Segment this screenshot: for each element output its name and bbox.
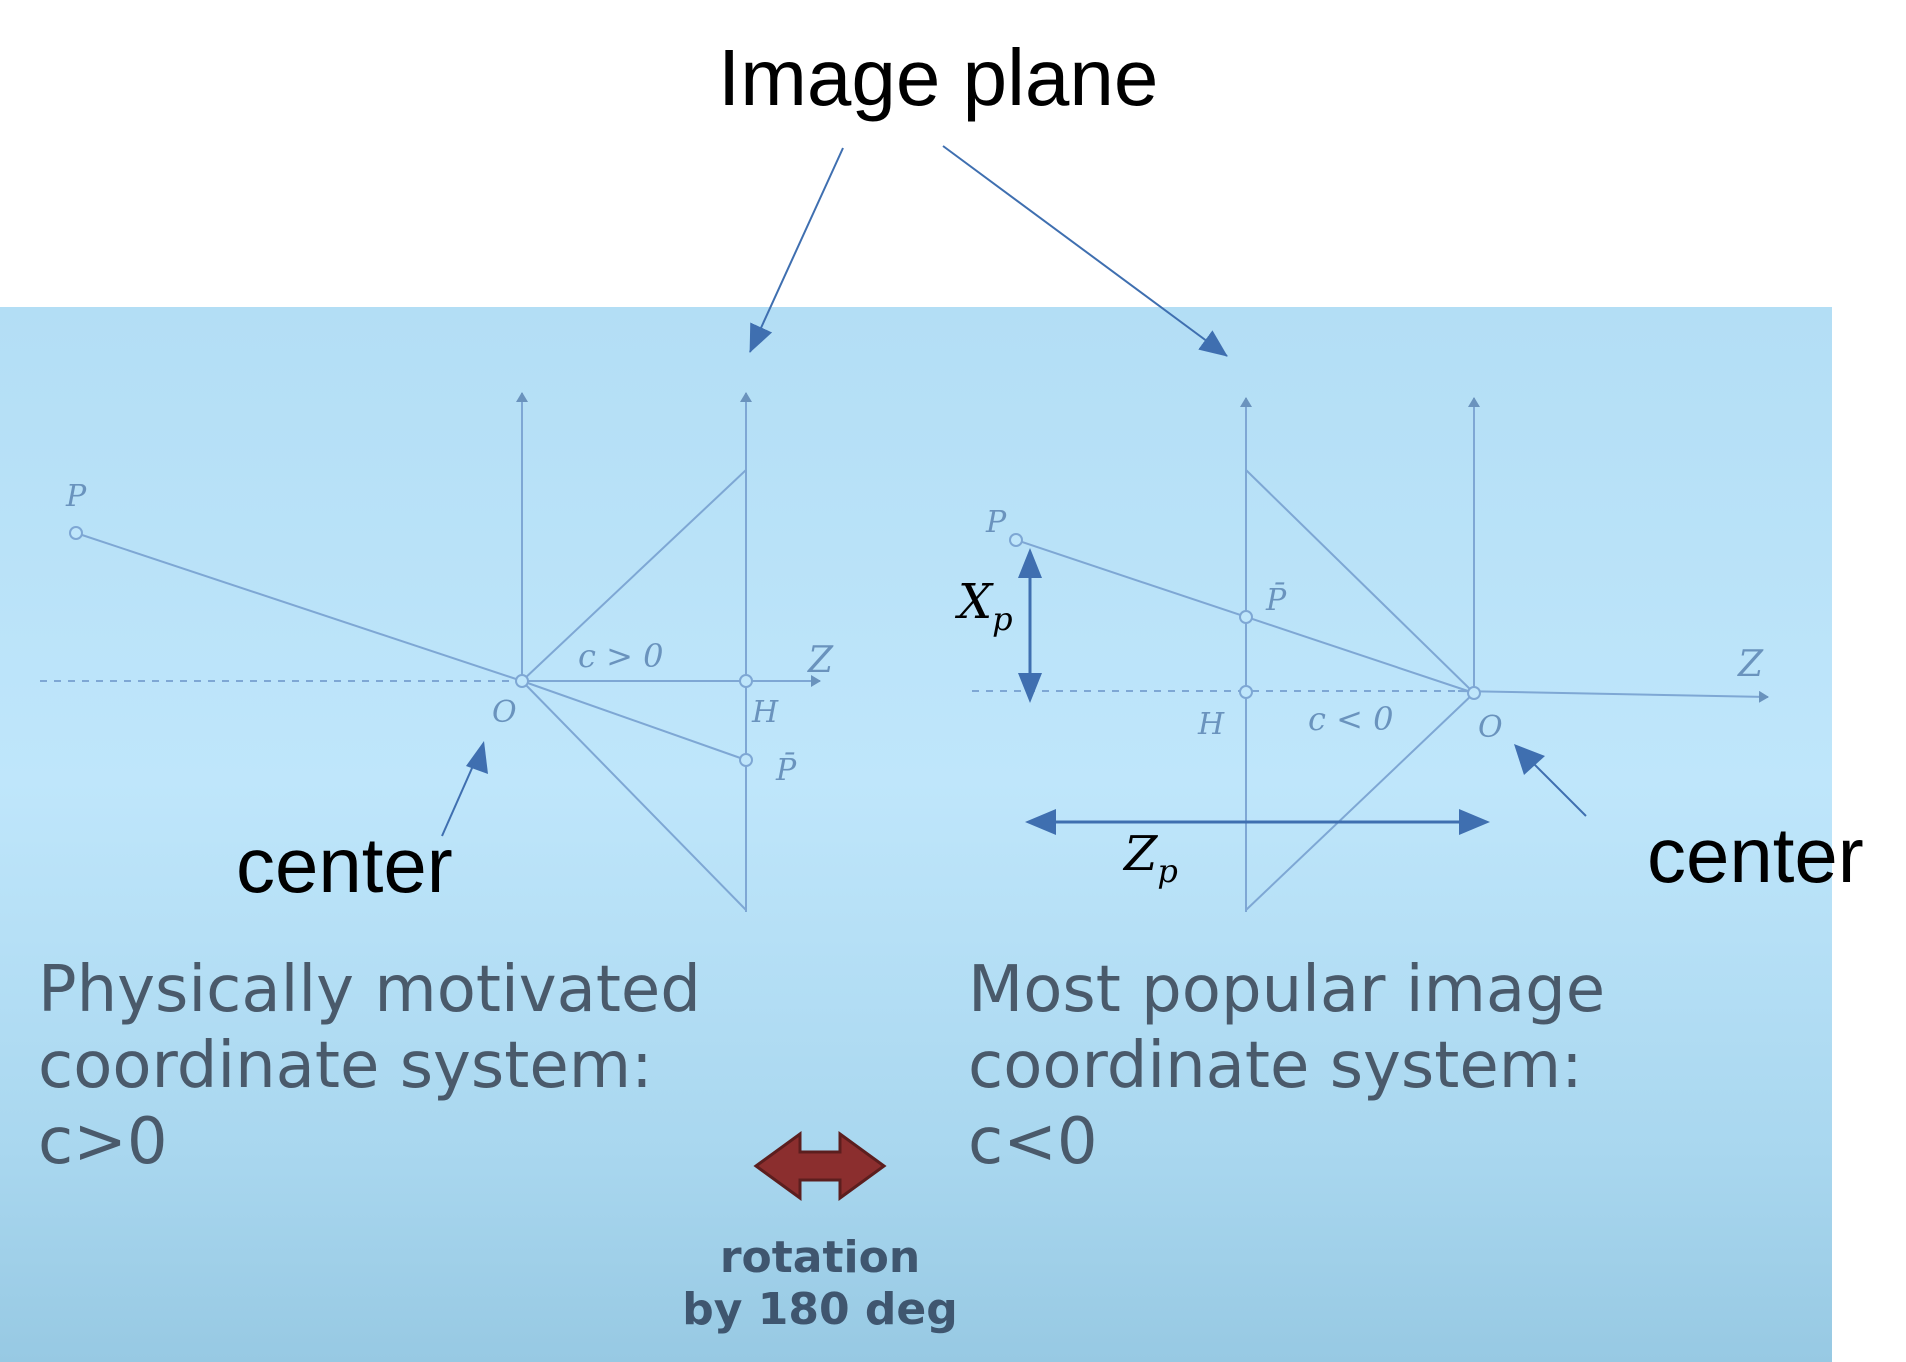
- zp-label: Zp: [1122, 826, 1178, 890]
- image-plane-arrow-left: [749, 147, 844, 353]
- right-camera-diagram: [972, 397, 1769, 912]
- caption-left-line-1: Physically motivated: [38, 953, 701, 1027]
- zp-arrowhead-right: [1459, 809, 1490, 835]
- center-label-right: center: [1647, 811, 1864, 899]
- slide-background: [0, 307, 1832, 1362]
- right-label-pbar: P̄: [1265, 582, 1287, 618]
- right-label-condition: c < 0: [1308, 700, 1393, 738]
- caption-right-line-3: c<0: [968, 1105, 1098, 1179]
- xp-arrowhead-top: [1018, 548, 1042, 578]
- right-label-z: Z: [1737, 644, 1764, 685]
- left-frustum-top: [521, 469, 747, 682]
- image-plane-title: Image plane: [718, 33, 1159, 122]
- right-frustum-bottom: [1245, 692, 1475, 911]
- caption-right-line-1: Most popular image: [968, 953, 1606, 1027]
- left-camera-diagram: [40, 392, 821, 912]
- rotation-double-arrow-icon: [753, 1131, 887, 1201]
- right-label-p: P: [985, 505, 1007, 540]
- caption-left: Physically motivated coordinate system: …: [38, 952, 701, 1180]
- left-label-condition: c > 0: [578, 637, 663, 675]
- left-ray-projected: [521, 680, 747, 761]
- right-label-h: H: [1197, 707, 1225, 742]
- left-point-p-marker: [69, 526, 83, 540]
- right-label-o: O: [1478, 710, 1503, 745]
- zp-arrowhead-left: [1025, 809, 1056, 835]
- center-label-left: center: [236, 821, 453, 909]
- rotation-caption-line-1: rotation: [719, 1232, 921, 1283]
- xp-label: Xp: [954, 574, 1013, 638]
- left-principal-point-marker: [739, 674, 753, 688]
- left-label-z: Z: [807, 640, 834, 681]
- right-origin-marker: [1467, 686, 1481, 700]
- image-plane-arrow-right: [942, 145, 1228, 357]
- left-ray-to-point: [75, 532, 523, 682]
- right-z-axis: [1457, 690, 1769, 703]
- right-point-p-marker: [1009, 533, 1023, 547]
- left-label-pbar: P̄: [775, 752, 797, 788]
- center-arrowhead-right: [1514, 744, 1545, 775]
- right-principal-point-marker: [1239, 685, 1253, 699]
- center-arrowhead-left: [466, 741, 488, 774]
- left-image-point-marker: [739, 753, 753, 767]
- xp-arrowhead-bottom: [1018, 673, 1042, 703]
- caption-right-line-2: coordinate system:: [968, 1029, 1583, 1103]
- left-origin-marker: [515, 674, 529, 688]
- left-label-p: P: [65, 479, 87, 514]
- left-label-h: H: [751, 695, 779, 730]
- caption-right: Most popular image coordinate system: c<…: [968, 952, 1605, 1180]
- right-frustum-top: [1245, 469, 1475, 694]
- rotation-caption: rotation by 180 deg: [640, 1232, 1000, 1336]
- caption-left-line-3: c>0: [38, 1105, 168, 1179]
- center-arrow-right: [1529, 759, 1587, 817]
- rotation-caption-line-2: by 180 deg: [682, 1284, 958, 1335]
- caption-left-line-2: coordinate system:: [38, 1029, 653, 1103]
- left-label-o: O: [492, 695, 517, 730]
- left-frustum-bottom: [521, 680, 747, 911]
- right-image-point-marker: [1239, 610, 1253, 624]
